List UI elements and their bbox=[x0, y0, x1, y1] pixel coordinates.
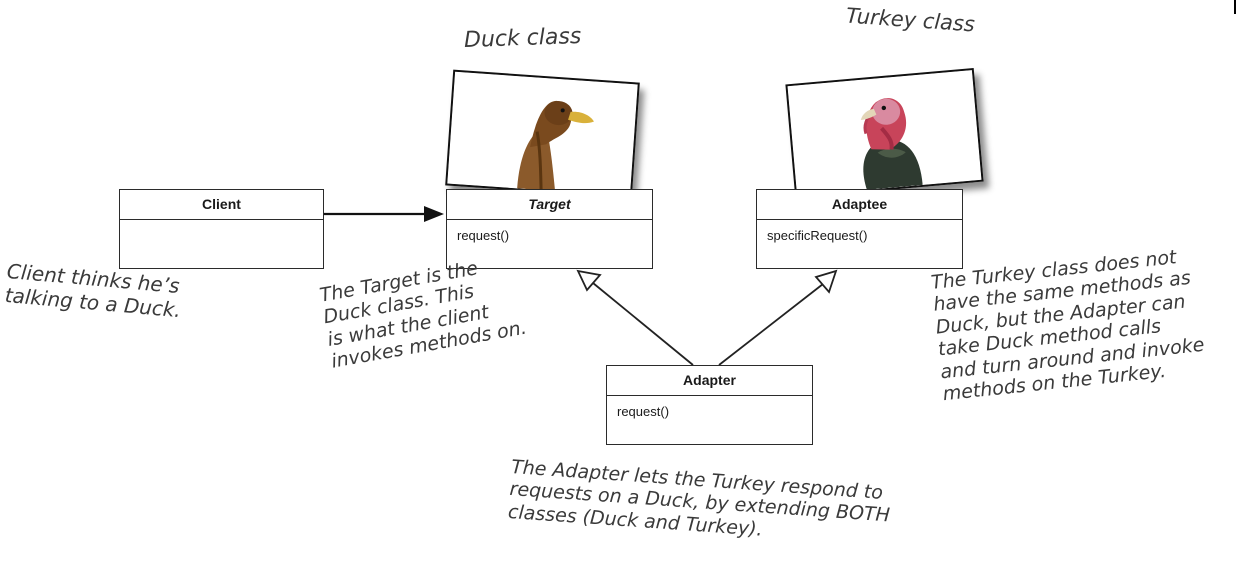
adaptee-class-operations: specificRequest() bbox=[767, 228, 868, 243]
adapter-class-name: Adapter bbox=[607, 366, 812, 396]
client-class-name: Client bbox=[120, 190, 323, 220]
target-class-name: Target bbox=[447, 190, 652, 220]
adapter-class-operations: request() bbox=[617, 404, 670, 419]
duck-image bbox=[447, 71, 638, 197]
adapter-class-box: Adapter request() bbox=[606, 365, 813, 445]
duck-class-caption: Duck class bbox=[463, 23, 582, 54]
duck-photo-icon bbox=[445, 69, 640, 199]
turkey-image bbox=[787, 70, 982, 196]
turkey-note: The Turkey class does not have the same … bbox=[930, 244, 1208, 405]
adaptee-class-box: Adaptee specificRequest() bbox=[756, 189, 963, 269]
target-class-box: Target request() bbox=[446, 189, 653, 269]
client-class-operations bbox=[120, 220, 323, 236]
adapter-extends-target bbox=[576, 269, 694, 366]
client-class-box: Client bbox=[119, 189, 324, 269]
adaptee-class-name: Adaptee bbox=[757, 190, 962, 220]
edge-mark bbox=[1234, 0, 1236, 14]
target-class-operations: request() bbox=[457, 228, 510, 243]
client-to-target-association bbox=[324, 206, 444, 222]
turkey-photo-icon bbox=[785, 67, 984, 199]
adapter-extends-adaptee bbox=[718, 269, 838, 366]
